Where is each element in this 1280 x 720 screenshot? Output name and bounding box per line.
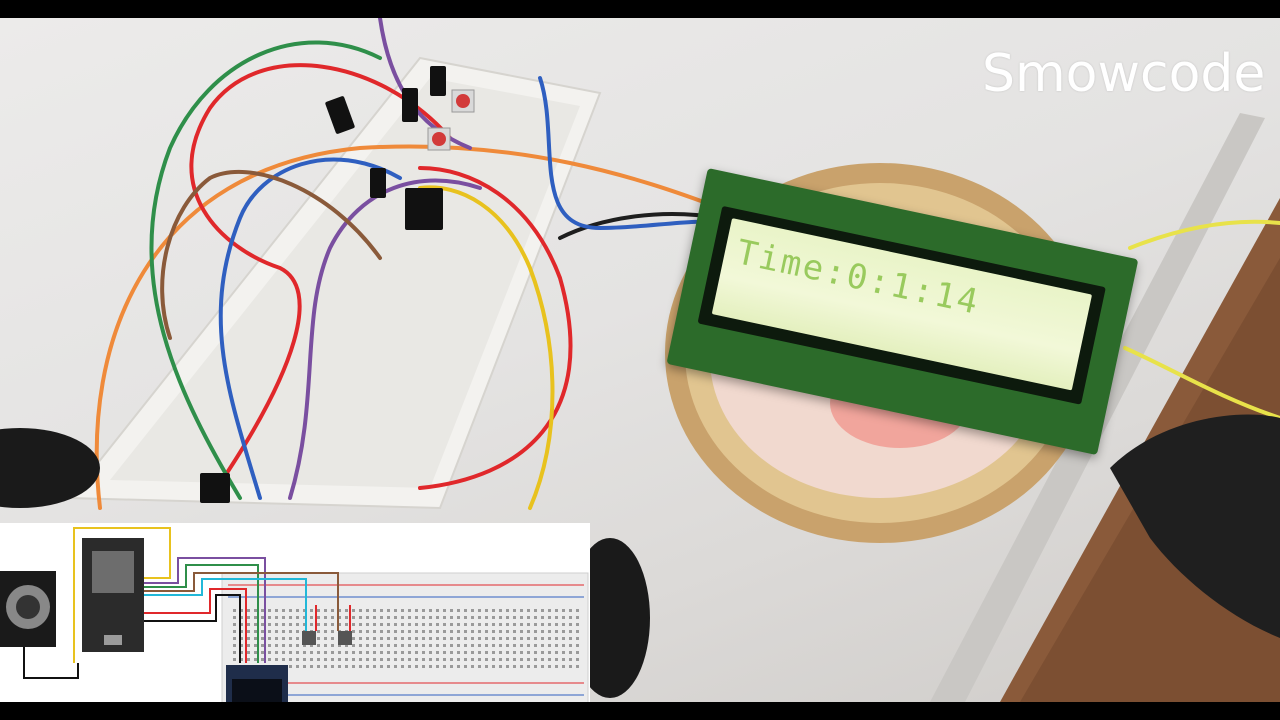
letterbox-bottom bbox=[0, 702, 1280, 720]
wiring-diagram bbox=[0, 527, 589, 702]
push-buttons bbox=[427, 89, 475, 151]
diagram-button-2 bbox=[338, 631, 352, 645]
pin-headers bbox=[200, 66, 446, 503]
speaker-left bbox=[0, 428, 100, 508]
diagram-button-1 bbox=[302, 631, 316, 645]
wiring-diagram-inset bbox=[0, 523, 590, 702]
watermark-text: Smowcode bbox=[982, 44, 1266, 104]
speaker-bottom bbox=[570, 538, 650, 698]
black-cable bbox=[1110, 414, 1280, 638]
diagram-wires bbox=[23, 527, 351, 679]
letterbox-top bbox=[0, 0, 1280, 18]
photo-scene: Smowcode Time:0:1:14 bbox=[0, 18, 1280, 702]
